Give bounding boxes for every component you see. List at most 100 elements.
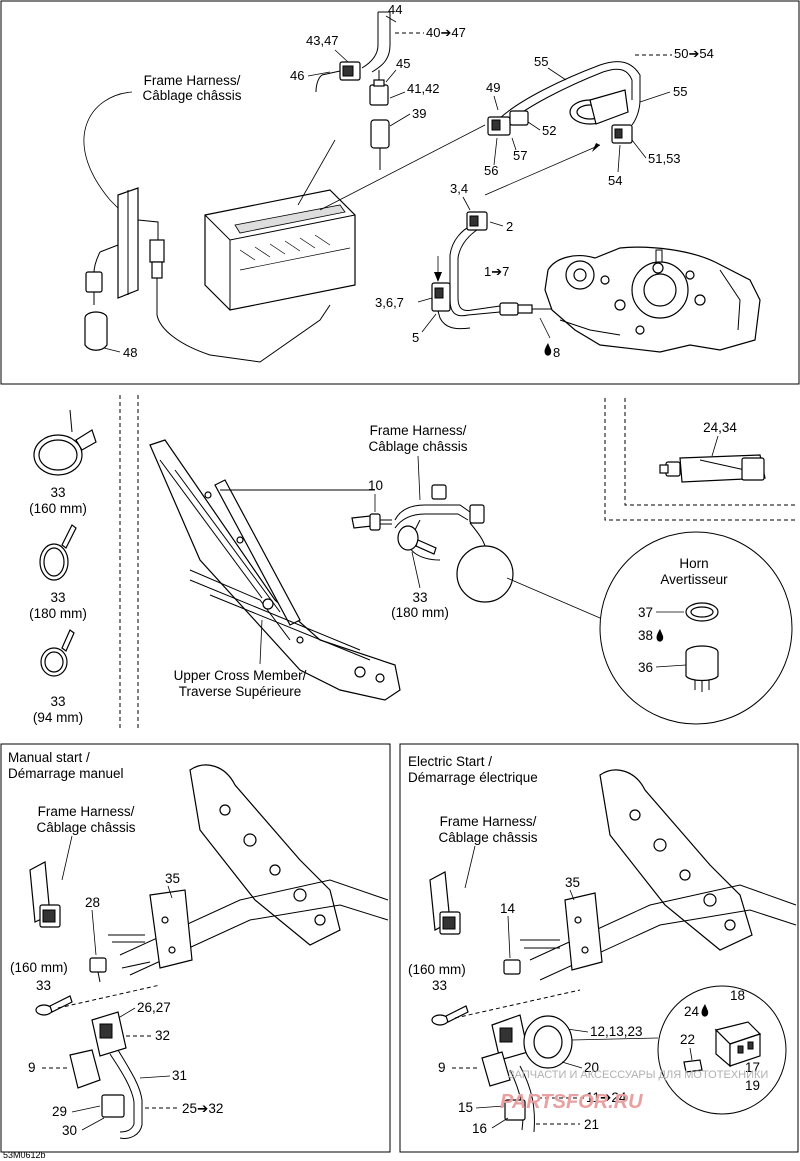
horn-36 <box>685 645 719 692</box>
ring-37-inner <box>690 606 714 618</box>
leader-54 <box>617 144 621 173</box>
manual-callout-35: 35 <box>165 871 180 886</box>
clamp-94-num: 33 <box>50 694 65 709</box>
relay-part-22 <box>683 1059 703 1073</box>
leader-5153 <box>631 139 647 159</box>
leader-367 <box>417 297 433 303</box>
electric-clamp-33 <box>431 1005 469 1026</box>
manual-panel-frame <box>0 743 391 1153</box>
clamp-180-size: (180 mm) <box>29 606 87 621</box>
callout-57: 57 <box>513 148 527 163</box>
leader-46 <box>307 71 331 77</box>
callout-40-47: 40➔47 <box>426 25 466 40</box>
leader-4142 <box>389 91 406 99</box>
callout-2: 2 <box>506 219 513 234</box>
electric-callout-20: 20 <box>584 1060 599 1075</box>
electric-fh-leader <box>464 845 476 889</box>
leader-2 <box>489 221 504 227</box>
clamps-panel: 33 (160 mm) 33 (180 mm) 33 (94 mm) <box>29 395 139 730</box>
manual-harness-plug <box>29 861 61 928</box>
arrow-367 <box>434 272 442 282</box>
leader-e35 <box>569 889 575 901</box>
leader-e15 <box>475 1105 505 1109</box>
callout-49: 49 <box>486 80 500 95</box>
manual-callout-29: 29 <box>52 1104 67 1119</box>
leader-45 <box>385 69 397 83</box>
callout-24-34: 24,34 <box>703 420 737 435</box>
leader-8 <box>539 317 551 339</box>
part-48 <box>84 271 121 353</box>
leader-e22 <box>689 1047 693 1061</box>
leader-m31 <box>139 1075 171 1079</box>
manual-frame-harness-fr: Câblage châssis <box>36 820 135 835</box>
manual-panel: Manual start / Démarrage manuel Frame Ha… <box>0 743 391 1153</box>
callout-1-7: 1➔7 <box>484 264 509 279</box>
leader-to-horn <box>506 577 601 619</box>
manual-switch-28 <box>89 957 107 983</box>
electric-inset-circle <box>657 985 787 1115</box>
inset-dash-outer <box>604 398 798 521</box>
leader-34 <box>462 196 471 211</box>
electric-callout-160: (160 mm) <box>408 962 466 977</box>
callout-51-53: 51,53 <box>648 151 681 166</box>
callout-3-6-7: 3,6,7 <box>375 295 404 310</box>
callout-5: 5 <box>412 330 419 345</box>
mid-harness <box>394 484 514 603</box>
leader-to-inset <box>571 1037 659 1041</box>
leader-52 <box>527 121 541 131</box>
electric-harness-plug <box>429 871 461 935</box>
clamp-94-size: (94 mm) <box>33 710 83 725</box>
leader-55b <box>639 91 671 103</box>
electric-callout-22: 22 <box>680 1032 695 1047</box>
middle-panel: Frame Harness/ Câblage châssis 10 33 (1 <box>149 423 601 701</box>
electric-callout-24: 24 <box>684 1004 700 1019</box>
frame-rails <box>149 439 401 701</box>
callout-41-42: 41,42 <box>407 81 440 96</box>
callout-55-b: 55 <box>673 84 687 99</box>
callout-10: 10 <box>368 478 383 493</box>
leader-m30 <box>81 1117 105 1131</box>
clamp-180-drawing <box>39 524 77 581</box>
electric-panel-frame <box>399 743 799 1153</box>
manual-callout-32: 32 <box>155 1028 170 1043</box>
leader-e16 <box>491 1117 509 1129</box>
mid-frame-harness-fr: Câblage châssis <box>368 439 467 454</box>
top-panel-frame <box>0 0 800 385</box>
leader-36 <box>655 664 687 668</box>
electric-frame-harness-fr: Câblage châssis <box>438 830 537 845</box>
callout-54: 54 <box>608 173 622 188</box>
leader-e14 <box>507 915 511 959</box>
callout-44: 44 <box>388 2 402 17</box>
upper-cross-fr: Traverse Supérieure <box>179 684 302 699</box>
clamp-160-num: 33 <box>50 485 65 500</box>
electric-callout-33: 33 <box>432 978 447 993</box>
drop-icon-24 <box>701 1004 709 1017</box>
relay-block-17-19 <box>714 1021 762 1068</box>
mid-frame-harness-en: Frame Harness/ <box>370 423 467 438</box>
leader-mid-33 <box>411 551 421 589</box>
manual-clamp-33 <box>35 995 73 1016</box>
electric-callout-17: 17 <box>745 1060 760 1075</box>
electric-dash-33 <box>454 989 581 1019</box>
clamp-160-size: (160 mm) <box>29 501 87 516</box>
callout-36: 36 <box>638 660 653 675</box>
electric-callout-14: 14 <box>500 901 516 916</box>
clamp-180-num: 33 <box>50 590 65 605</box>
callout-3-4: 3,4 <box>450 181 468 196</box>
electric-frame-harness-en: Frame Harness/ <box>440 814 537 829</box>
manual-callout-26-27: 26,27 <box>137 1000 171 1015</box>
arrow-54 <box>592 143 600 152</box>
electric-callout-35: 35 <box>565 875 580 890</box>
leader-4347 <box>334 49 349 63</box>
leader-to-54 <box>484 144 601 196</box>
frame-harness-label-fr: Câblage châssis <box>142 88 241 103</box>
footer-code: 53M0612b <box>3 1150 46 1160</box>
leader-m35 <box>167 885 173 899</box>
leader-5 <box>421 313 437 333</box>
electric-callout-12-13-23: 12,13,23 <box>590 1024 643 1039</box>
callout-38: 38 <box>638 628 653 643</box>
leader-55a <box>547 67 567 81</box>
electric-callout-15: 15 <box>458 1100 473 1115</box>
electric-callout-18: 18 <box>730 988 745 1003</box>
